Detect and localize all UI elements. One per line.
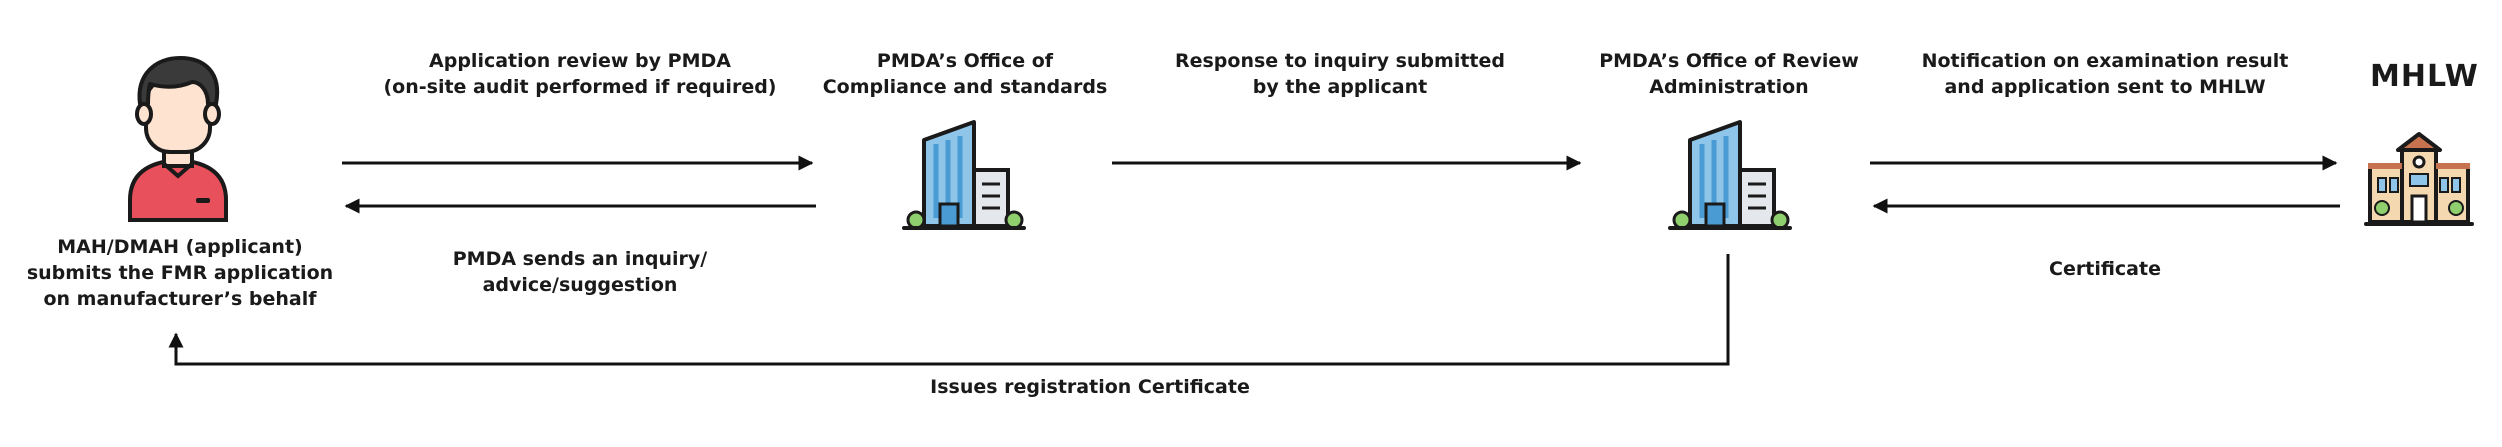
office-building-icon [1668, 120, 1792, 230]
office-building-icon [902, 120, 1026, 230]
mhlw-title: MHLW [2370, 59, 2479, 94]
compliance-office-node [902, 118, 1026, 234]
person-icon [128, 56, 228, 222]
edge-label-inquiry-response: Response to inquiry submitted by the app… [1174, 50, 1505, 98]
compliance-office-title: PMDA’s Office of Compliance and standard… [822, 50, 1108, 98]
applicant-caption: MAH/DMAH (applicant) submits the FMR app… [26, 236, 334, 310]
mhlw-node [2364, 130, 2474, 228]
applicant-node [108, 52, 248, 222]
edge-label-issues-certificate: Issues registration Certificate [930, 376, 1250, 398]
review-office-node [1668, 118, 1792, 234]
edge-label-pmda-inquiry: PMDA sends an inquiry/ advice/suggestion [452, 248, 708, 296]
edge-label-notification-to-mhlw: Notification on examination result and a… [1921, 50, 2289, 98]
review-office-title: PMDA’s Office of Review Administration [1599, 50, 1859, 98]
edge-label-certificate: Certificate [2049, 258, 2161, 280]
government-building-icon [2364, 132, 2474, 226]
arrow-review-to-applicant [168, 254, 1730, 366]
edge-label-review-by-pmda: Application review by PMDA (on-site audi… [383, 50, 777, 98]
